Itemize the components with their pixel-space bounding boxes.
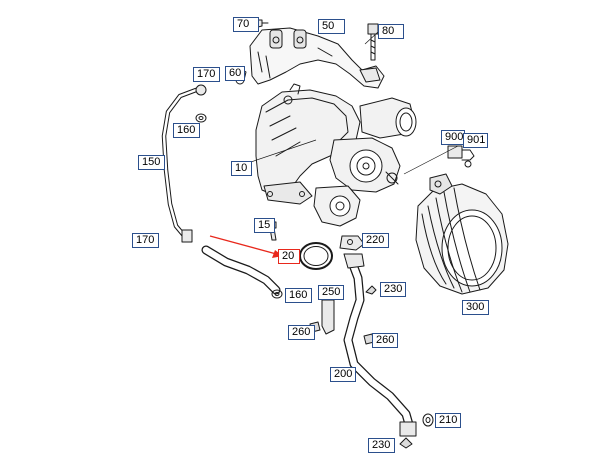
callout-210[interactable]: 210	[435, 413, 461, 428]
callout-260-right[interactable]: 260	[372, 333, 398, 348]
oil-drain-line-part-200	[201, 245, 417, 437]
callout-70[interactable]: 70	[233, 17, 259, 32]
callout-230-mid[interactable]: 230	[380, 282, 406, 297]
callout-260-left[interactable]: 260	[288, 325, 315, 340]
bolt-part-260	[309, 321, 375, 345]
callout-200[interactable]: 200	[330, 367, 356, 382]
washer-part-160	[195, 113, 207, 123]
bolt-part-230	[365, 285, 413, 449]
bolt-part-80	[367, 23, 379, 61]
callout-10[interactable]: 10	[231, 161, 252, 176]
bracket-part-250	[321, 299, 335, 335]
callout-20[interactable]: 20	[278, 249, 300, 264]
callout-50[interactable]: 50	[318, 19, 345, 34]
callout-900[interactable]: 900	[441, 130, 465, 145]
callout-170-top[interactable]: 170	[193, 67, 220, 82]
clamp-part-220	[339, 235, 365, 251]
callout-250[interactable]: 250	[318, 285, 344, 300]
turbocharger-part-10	[255, 83, 417, 227]
washer-part-160-mid	[271, 289, 283, 299]
callout-220[interactable]: 220	[362, 233, 389, 248]
callout-170-left[interactable]: 170	[132, 233, 159, 248]
callout-160-top[interactable]: 160	[173, 123, 200, 138]
bracket-part-50	[249, 27, 385, 89]
callout-15[interactable]: 15	[254, 218, 275, 233]
oil-feed-line-part-150	[161, 84, 207, 243]
callout-60[interactable]: 60	[225, 66, 245, 81]
callout-160-mid[interactable]: 160	[285, 288, 312, 303]
callout-80[interactable]: 80	[378, 24, 404, 39]
callout-230-bottom[interactable]: 230	[368, 438, 395, 453]
pressure-sensor-part-900	[447, 145, 475, 168]
callout-150[interactable]: 150	[138, 155, 165, 170]
callout-901[interactable]: 901	[463, 133, 488, 148]
intake-bellows-part-300	[415, 173, 509, 295]
washer-part-210	[422, 413, 434, 427]
callout-300[interactable]: 300	[462, 300, 489, 315]
gasket-part-20	[299, 242, 333, 270]
